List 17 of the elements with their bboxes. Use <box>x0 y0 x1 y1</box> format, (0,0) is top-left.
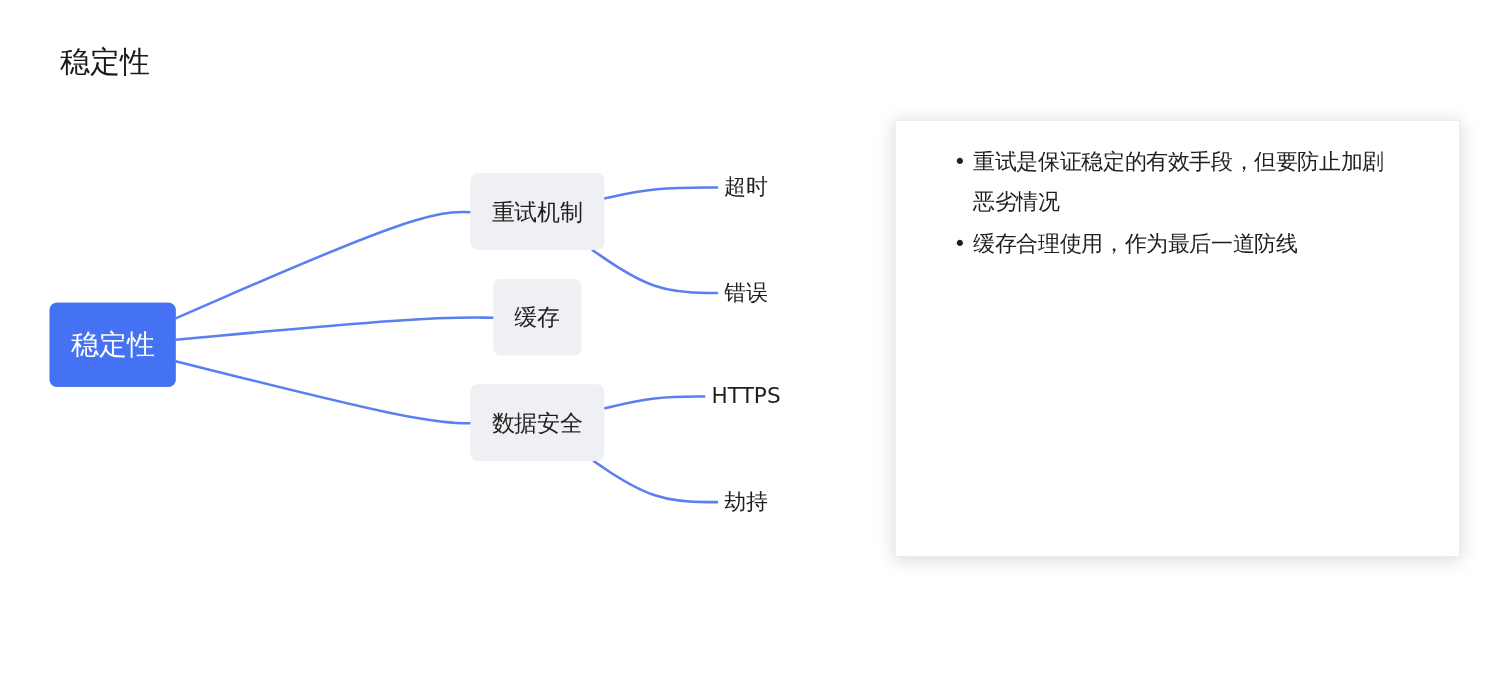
connector-line <box>591 248 719 295</box>
connector-line <box>175 210 472 320</box>
topic-box: 缓存 <box>493 278 582 356</box>
leaf-label: 超时 <box>724 173 768 200</box>
connector-line <box>603 186 719 200</box>
leaf-label: 劫持 <box>724 488 768 514</box>
connector-line <box>175 359 472 425</box>
leaf-label: HTTPS <box>711 382 781 409</box>
topic-box: 重试机制 <box>470 173 605 250</box>
title: 稳定性 <box>60 44 150 80</box>
connector-line <box>592 459 719 504</box>
notes-card: • 重试是保证稳定的有效手段，但要防止加剧恶劣情况 • 缓存合理使用，作为最后一道防线 <box>894 119 1461 558</box>
root-topic-box: 稳定性 <box>49 302 176 387</box>
connector-line <box>603 395 706 410</box>
topic-box: 数据安全 <box>470 384 605 461</box>
leaf-label: 错误 <box>724 279 768 305</box>
connector-line <box>175 316 495 342</box>
